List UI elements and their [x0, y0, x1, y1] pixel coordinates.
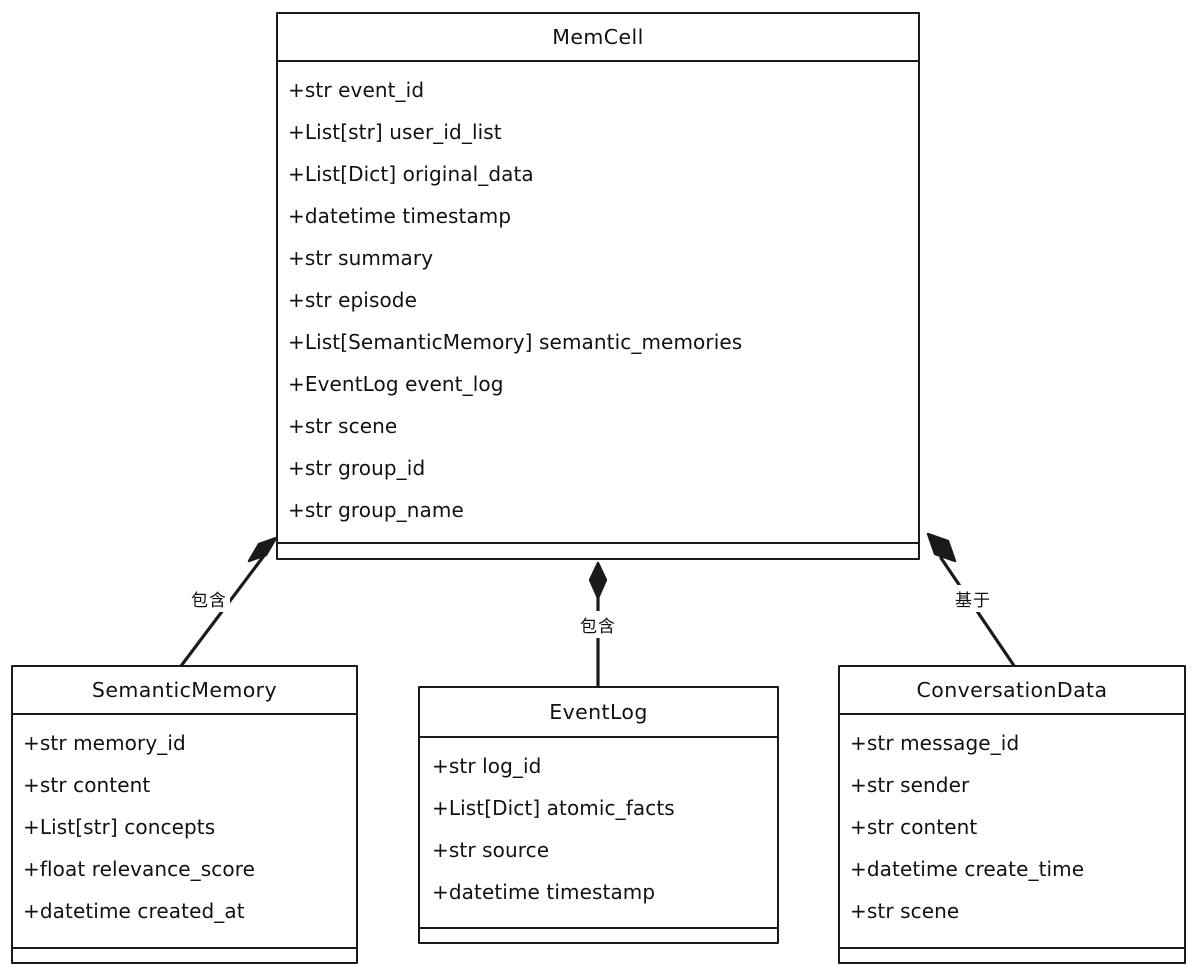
attribute-row: +float relevance_score [23, 857, 256, 881]
edge-label-contains-eventlog: 包含 [577, 611, 619, 638]
class-title-eventlog: EventLog [420, 688, 777, 738]
attribute-compartment-semanticmemory: +str memory_id +str content +List[str] c… [13, 715, 356, 949]
method-compartment-semanticmemory [13, 949, 356, 964]
composition-diamond-semantic [247, 536, 278, 563]
attribute-row: +str group_name [288, 498, 464, 522]
method-compartment-eventlog [420, 929, 777, 944]
attribute-row: +List[Dict] atomic_facts [432, 796, 675, 820]
class-box-eventlog[interactable]: EventLog +str log_id +List[Dict] atomic_… [418, 686, 779, 944]
edge-line-basedon-conversation [939, 556, 1021, 675]
attribute-row: +str scene [288, 414, 398, 438]
method-compartment-memcell [278, 544, 918, 558]
attribute-row: +str log_id [432, 754, 542, 778]
class-title-semanticmemory: SemanticMemory [13, 667, 356, 715]
attribute-row: +str source [432, 838, 550, 862]
attribute-compartment-memcell: +str event_id +List[str] user_id_list +L… [278, 62, 918, 544]
edge-line-contains-semantic [173, 551, 268, 676]
method-compartment-conversationdata [840, 949, 1184, 964]
attribute-row: +str episode [288, 288, 418, 312]
edge-memcell-semanticmemory [173, 536, 278, 676]
attribute-row: +datetime create_time [850, 857, 1085, 881]
attribute-row: +str content [23, 773, 151, 797]
edge-label-contains-semanticmemory: 包含 [188, 585, 230, 612]
attribute-row: +str content [850, 815, 978, 839]
attribute-row: +str summary [288, 246, 434, 270]
attribute-row: +datetime timestamp [432, 880, 656, 904]
attribute-compartment-conversationdata: +str message_id +str sender +str content… [840, 715, 1184, 949]
attribute-row: +List[Dict] original_data [288, 162, 534, 186]
attribute-row: +str memory_id [23, 731, 186, 755]
class-title-conversationdata: ConversationData [840, 667, 1184, 715]
attribute-compartment-eventlog: +str log_id +List[Dict] atomic_facts +st… [420, 738, 777, 929]
class-title-memcell: MemCell [278, 14, 918, 62]
composition-diamond-conversation [926, 532, 957, 563]
edge-memcell-conversationdata [926, 532, 1021, 675]
attribute-row: +str event_id [288, 78, 425, 102]
class-box-conversationdata[interactable]: ConversationData +str message_id +str se… [838, 665, 1186, 964]
attribute-row: +str scene [850, 899, 960, 923]
attribute-row: +datetime timestamp [288, 204, 512, 228]
composition-diamond-eventlog [588, 561, 608, 600]
attribute-row: +str message_id [850, 731, 1020, 755]
attribute-row: +List[SemanticMemory] semantic_memories [288, 330, 743, 354]
edge-label-basedon-conversationdata: 基于 [952, 585, 994, 612]
attribute-row: +EventLog event_log [288, 372, 504, 396]
attribute-row: +str group_id [288, 456, 426, 480]
attribute-row: +List[str] user_id_list [288, 120, 502, 144]
attribute-row: +str sender [850, 773, 970, 797]
attribute-row: +List[str] concepts [23, 815, 216, 839]
attribute-row: +datetime created_at [23, 899, 245, 923]
class-box-semanticmemory[interactable]: SemanticMemory +str memory_id +str conte… [11, 665, 358, 964]
class-box-memcell[interactable]: MemCell +str event_id +List[str] user_id… [276, 12, 920, 560]
